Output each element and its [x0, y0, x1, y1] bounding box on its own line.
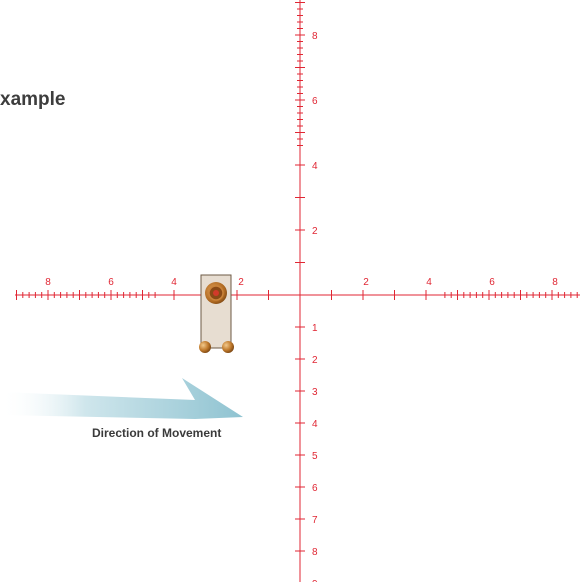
horizontal-label-right: 8 [552, 277, 558, 288]
vertical-label-up: 4 [312, 161, 318, 172]
vertical-label-down: 7 [312, 515, 318, 526]
target-assembly [199, 274, 234, 353]
vertical-label-up: 6 [312, 96, 318, 107]
left-wheel [199, 341, 211, 353]
horizontal-label-right: 6 [489, 277, 495, 288]
vertical-label-down: 4 [312, 419, 318, 430]
horizontal-label-left: 6 [108, 277, 114, 288]
horizontal-label-left: 2 [238, 277, 244, 288]
page-title: xample [0, 89, 66, 110]
horizontal-label-left: 8 [45, 277, 51, 288]
direction-arrow [0, 378, 243, 419]
direction-label: Direction of Movement [92, 426, 222, 440]
target-board [200, 274, 232, 349]
horizontal-label-right: 4 [426, 277, 432, 288]
reticle-lines [15, 0, 580, 582]
vertical-label-up: 2 [312, 226, 318, 237]
right-wheel [222, 341, 234, 353]
vertical-label-down: 2 [312, 355, 318, 366]
horizontal-label-right: 2 [363, 277, 369, 288]
vertical-label-down: 5 [312, 451, 318, 462]
target-bullseye [213, 290, 219, 296]
vertical-label-down: 1 [312, 323, 318, 334]
vertical-label-down: 3 [312, 387, 318, 398]
vertical-label-down: 8 [312, 547, 318, 558]
vertical-label-up: 8 [312, 31, 318, 42]
horizontal-label-left: 4 [171, 277, 177, 288]
vertical-label-down: 6 [312, 483, 318, 494]
vertical-label-down: 9 [312, 579, 318, 582]
reticle-labels: 8 6 4 2 2 4 6 8 2 4 6 8 1 2 3 4 5 6 7 8 9 [45, 31, 558, 582]
